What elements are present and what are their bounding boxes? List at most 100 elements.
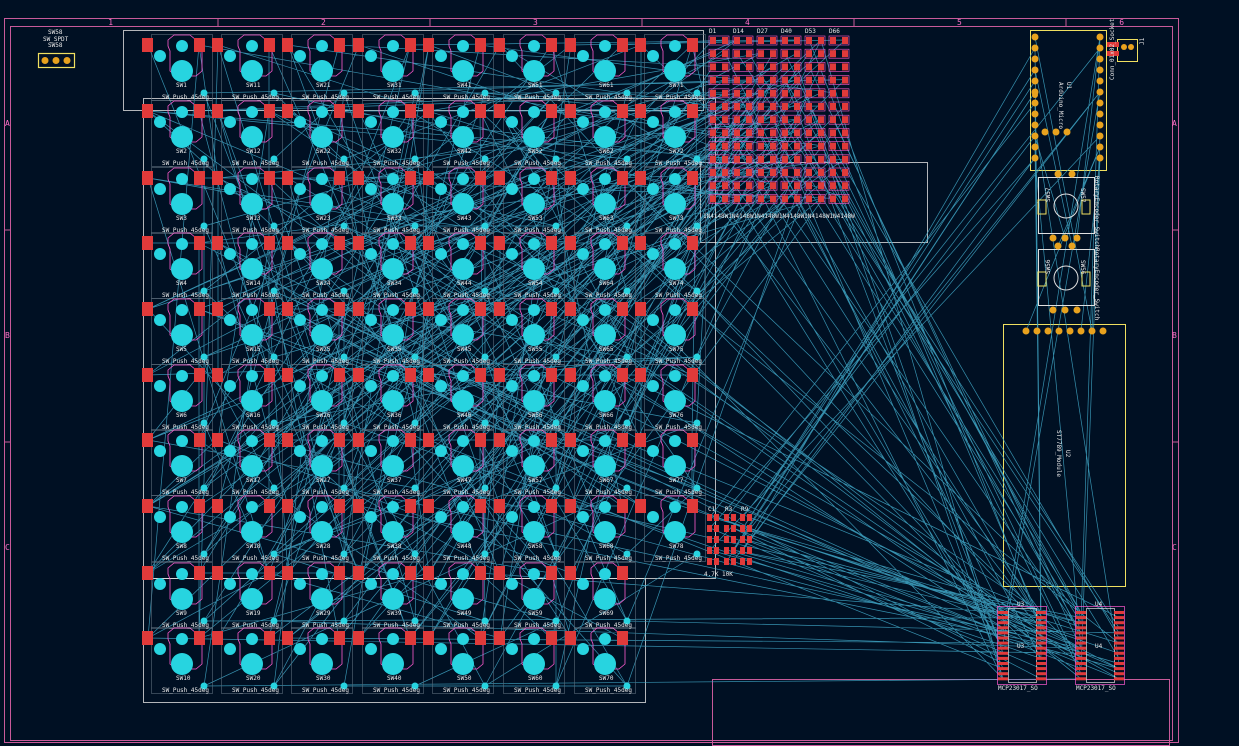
switch-smd-pad [565,368,576,382]
switch-ref: SW12 [246,148,261,155]
expander-ref: U4 [1095,601,1103,608]
switch-silk [307,298,343,341]
switch-smd-pad [334,171,345,185]
diode-pad [734,129,740,137]
diode-pad [746,142,752,150]
diode-pad [770,169,776,176]
switch-led-pad [200,287,208,295]
expander-pad [1036,626,1046,630]
switch-silk [237,562,273,605]
switch-center-hole [171,193,193,215]
switch-ref: SW8 [176,543,187,550]
diode-pad [794,129,800,137]
switch-value: SW_Push_45deg [585,292,632,299]
switch-smd-pad [353,104,364,118]
switch-center-hole [452,60,474,82]
switch-smd-pad [212,631,223,645]
switch-value: SW_Push_45deg [232,292,279,299]
switch-silk [519,298,555,341]
switch-ref: SW52 [528,148,543,155]
switch-silk [590,495,626,538]
switch-smd-pad [264,236,275,250]
switch-smd-pad [334,499,345,513]
diode-pad [722,89,728,97]
switch-pin-hole [387,40,399,52]
encoder-tab [1081,199,1091,215]
switch-pin-hole [154,511,166,523]
key-switch [353,627,424,694]
frame-col-label: 6 [1119,18,1125,27]
switch-center-hole [523,324,545,346]
switch-smd-pad [194,499,205,513]
switch-led-pad [623,287,631,295]
key-switch [212,34,283,101]
switch-pin-hole [647,314,659,326]
diode-courtyard [708,62,730,72]
switch-ref: SW54 [528,280,543,287]
key-switch [212,298,283,365]
diode-pad [818,50,824,58]
switch-pin-hole [457,106,469,118]
passive-pad [731,514,736,521]
diode-courtyard [732,48,754,59]
switch-center-hole [594,60,616,82]
diode-pad [794,169,800,176]
diode-pad [782,37,788,44]
switch-value: SW_Push_45deg [514,160,561,167]
switch-led-pad [411,353,419,361]
switch-smd-pad [617,631,628,645]
passive-pad [707,547,712,554]
diode-pad [842,129,848,137]
switch-ref: SW43 [457,215,472,222]
diode-pad [830,103,836,110]
switch-led-pad [200,155,208,163]
switch-ref: SW62 [599,148,614,155]
switch-ref: SW57 [528,477,543,484]
switch-ref: SW75 [669,346,684,353]
switch-led-pad [481,682,489,690]
diode-pad [746,116,752,124]
switch-silk [590,100,626,143]
switch-smd-pad [635,368,646,382]
switch-value: SW_Push_45deg [302,687,349,694]
expander-pad [1114,626,1124,630]
key-switch [353,429,424,496]
diode-pad [734,63,740,71]
key-switch [423,232,494,299]
switch-pin-hole [528,370,540,382]
switch-ref: SW71 [669,82,684,89]
switch-value: SW_Push_45deg [585,489,632,496]
switch-ref: SW72 [669,148,684,155]
switch-smd-pad [635,171,646,185]
switch-center-hole [594,126,616,148]
frame-row-label: B [5,331,10,340]
diode-courtyard [828,62,850,72]
switch-value: SW_Push_45deg [443,489,490,496]
switch-pin-hole [457,173,469,185]
switch-led-pad [693,550,701,558]
switch-pin-hole [599,238,611,250]
key-switch [423,34,494,101]
diode-pad [758,37,764,44]
switch-pin-hole [577,380,589,392]
arduino-pin [1031,33,1039,41]
passive-pad [714,558,719,565]
switch-ref: SW14 [246,280,261,287]
switch-silk [307,562,343,605]
diode-courtyard [828,114,850,125]
switch-smd-pad [212,104,223,118]
switch-silk [237,627,273,670]
switch-smd-pad [423,631,434,645]
switch-ref: SW1 [176,82,187,89]
key-switch [142,562,213,629]
spdt-pin [63,57,71,64]
switch-silk [519,167,555,210]
connector-ref: J1 [1139,37,1146,45]
expander-body [1008,608,1037,683]
switch-pin-hole [528,304,540,316]
expander-ref: U3 [1017,643,1025,650]
switch-silk [448,167,484,210]
switch-smd-pad [494,38,505,52]
switch-pin-hole [154,50,166,62]
